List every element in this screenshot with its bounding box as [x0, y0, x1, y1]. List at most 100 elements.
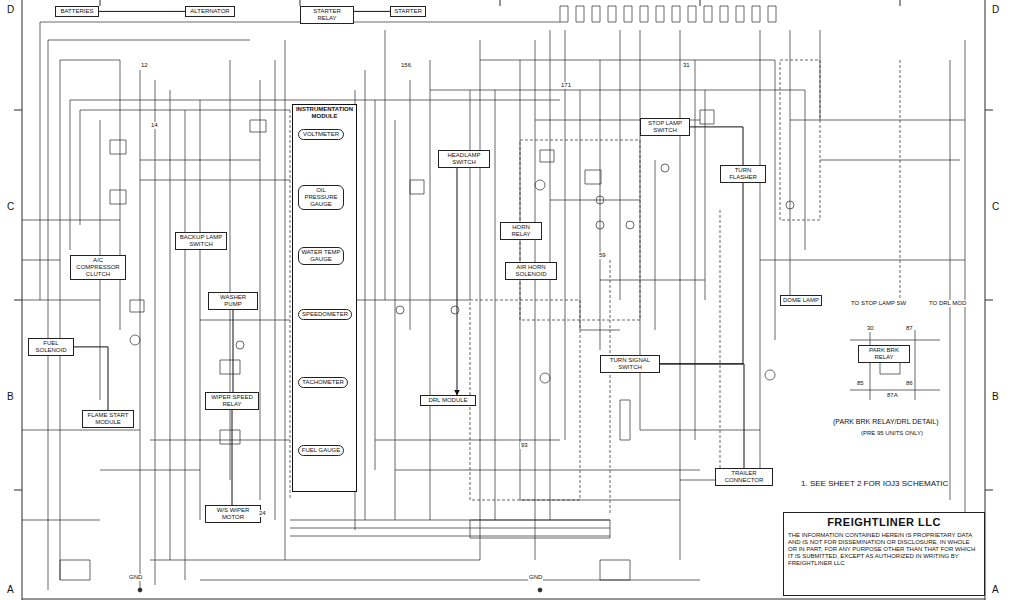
lamp-symbol — [535, 180, 545, 190]
component-label: FUEL SOLENOID — [31, 340, 71, 354]
component-label: FUEL GAUGE — [301, 447, 341, 454]
ground-label: GND — [528, 574, 543, 581]
gauge-box: FUEL GAUGE — [298, 445, 344, 456]
component-label: PARK BRK RELAY — [861, 347, 907, 361]
callout-text: TO DRL MOD — [928, 300, 967, 307]
wire-run — [22, 60, 965, 580]
component-box: TURN FLASHER — [720, 165, 766, 183]
component-box: WASHER PUMP — [208, 292, 258, 310]
component-box: DRL MODULE — [420, 395, 476, 406]
gauge-box: TACHOMETER — [298, 377, 348, 388]
wire-run — [40, 22, 965, 590]
gauge-box: OIL PRESSURE GAUGE — [298, 185, 344, 210]
component-box: AIR HORN SOLENOID — [505, 262, 557, 280]
motor-symbol — [236, 341, 244, 349]
company-name: FREIGHTLINER LLC — [788, 516, 980, 529]
component-label: STARTER — [393, 8, 423, 15]
wire-connector — [99, 11, 185, 12]
note-text: 1. SEE SHEET 2 FOR IOJ3 SCHEMATIC — [800, 480, 949, 489]
grid-letter: C — [6, 201, 15, 212]
component-box: DOME LAMP — [780, 295, 822, 306]
wire-connector — [233, 310, 234, 392]
pin-number: 86 — [905, 380, 914, 387]
component-label: HORN RELAY — [503, 224, 539, 238]
lamp-symbol — [786, 201, 794, 209]
component-box: W/S WIPER MOTOR — [205, 505, 261, 523]
title-block: FREIGHTLINER LLCTHE INFORMATION CONTAINE… — [783, 512, 985, 596]
wire-number: 31 — [682, 62, 691, 69]
grid-letter: D — [991, 4, 1000, 15]
lamp-symbol — [396, 306, 404, 314]
wire-number: 156 — [400, 62, 412, 69]
lamp-symbol — [596, 196, 604, 204]
component-label: WATER TEMP GAUGE — [301, 249, 341, 263]
component-label: AIR HORN SOLENOID — [508, 264, 554, 278]
relay-symbols — [60, 110, 900, 580]
gauge-box: VOLTMETER — [298, 129, 344, 140]
component-label: SPEEDOMETER — [301, 311, 349, 318]
component-label: WIPER SPEED RELAY — [208, 394, 256, 408]
component-label: TURN SIGNAL SWITCH — [603, 357, 657, 371]
component-label: BACKUP LAMP SWITCH — [178, 234, 224, 248]
component-box: BACKUP LAMP SWITCH — [175, 232, 227, 250]
drawing-frame — [14, 0, 993, 600]
lamp-symbol — [540, 373, 550, 383]
grid-letter: B — [6, 391, 15, 402]
ground-label: GND — [128, 574, 143, 581]
ground-dot — [538, 588, 542, 592]
lamp-symbol — [130, 335, 140, 345]
component-label: OIL PRESSURE GAUGE — [301, 187, 341, 208]
note-text: (PRE 95 UNITS ONLY) — [860, 430, 924, 437]
component-label: VOLTMETER — [301, 131, 341, 138]
grid-letter: D — [6, 4, 15, 15]
component-box: STARTER — [390, 6, 426, 17]
component-label: TACHOMETER — [301, 379, 345, 386]
component-label: STARTER RELAY — [303, 8, 351, 22]
wire-number: 59 — [598, 252, 607, 259]
component-label: FLAME START MODULE — [85, 412, 131, 426]
callout-text: TO STOP LAMP SW — [850, 300, 907, 307]
gauge-box: WATER TEMP GAUGE — [298, 247, 344, 265]
component-label: WASHER PUMP — [211, 294, 255, 308]
grid-letter: B — [991, 391, 1000, 402]
component-box: ALTERNATOR — [185, 6, 235, 17]
pin-number: 30 — [866, 325, 875, 332]
component-box: A/C COMPRESSOR CLUTCH — [70, 255, 126, 280]
wire-connector — [354, 11, 390, 12]
lamp-symbol — [626, 221, 634, 229]
grid-letter: C — [991, 201, 1000, 212]
lamp-symbol — [451, 306, 459, 314]
component-label: W/S WIPER MOTOR — [208, 507, 258, 521]
component-box: HEADLAMP SWITCH — [438, 150, 490, 168]
component-box: BATTERIES — [55, 6, 99, 17]
component-label: HEADLAMP SWITCH — [441, 152, 487, 166]
wire-connector — [690, 127, 743, 165]
wire-number: 87A — [886, 392, 899, 399]
component-box: WIPER SPEED RELAY — [205, 392, 259, 410]
wire-connector — [74, 347, 108, 410]
component-label: INSTRUMENTATION MODULE — [295, 106, 354, 120]
component-label: BATTERIES — [58, 8, 96, 15]
component-box: TURN SIGNAL SWITCH — [600, 355, 660, 373]
grid-letter: A — [991, 584, 1000, 595]
dashed-harness — [290, 60, 900, 515]
lamp-symbol — [596, 221, 604, 229]
component-label: TRAILER CONNECTOR — [718, 470, 770, 484]
note-text: (PARK BRK RELAY/DRL DETAIL) — [832, 418, 940, 426]
wire-connector — [457, 168, 458, 395]
grid-letter: A — [6, 584, 15, 595]
wire-connector — [660, 364, 744, 468]
component-box: STOP LAMP SWITCH — [640, 118, 690, 136]
pin-number: 85 — [856, 380, 865, 387]
wire-number: 24 — [258, 510, 267, 517]
pin-number: 87 — [905, 325, 914, 332]
lamp-symbol — [661, 164, 669, 172]
component-label: A/C COMPRESSOR CLUTCH — [73, 257, 123, 278]
wire-number: 171 — [560, 82, 572, 89]
component-label: ALTERNATOR — [188, 8, 232, 15]
component-label: DRL MODULE — [423, 397, 473, 404]
component-box: PARK BRK RELAY — [858, 345, 910, 363]
wire-connector — [660, 183, 743, 364]
component-box: STARTER RELAY — [300, 6, 354, 24]
wire-number: 14 — [150, 122, 159, 129]
